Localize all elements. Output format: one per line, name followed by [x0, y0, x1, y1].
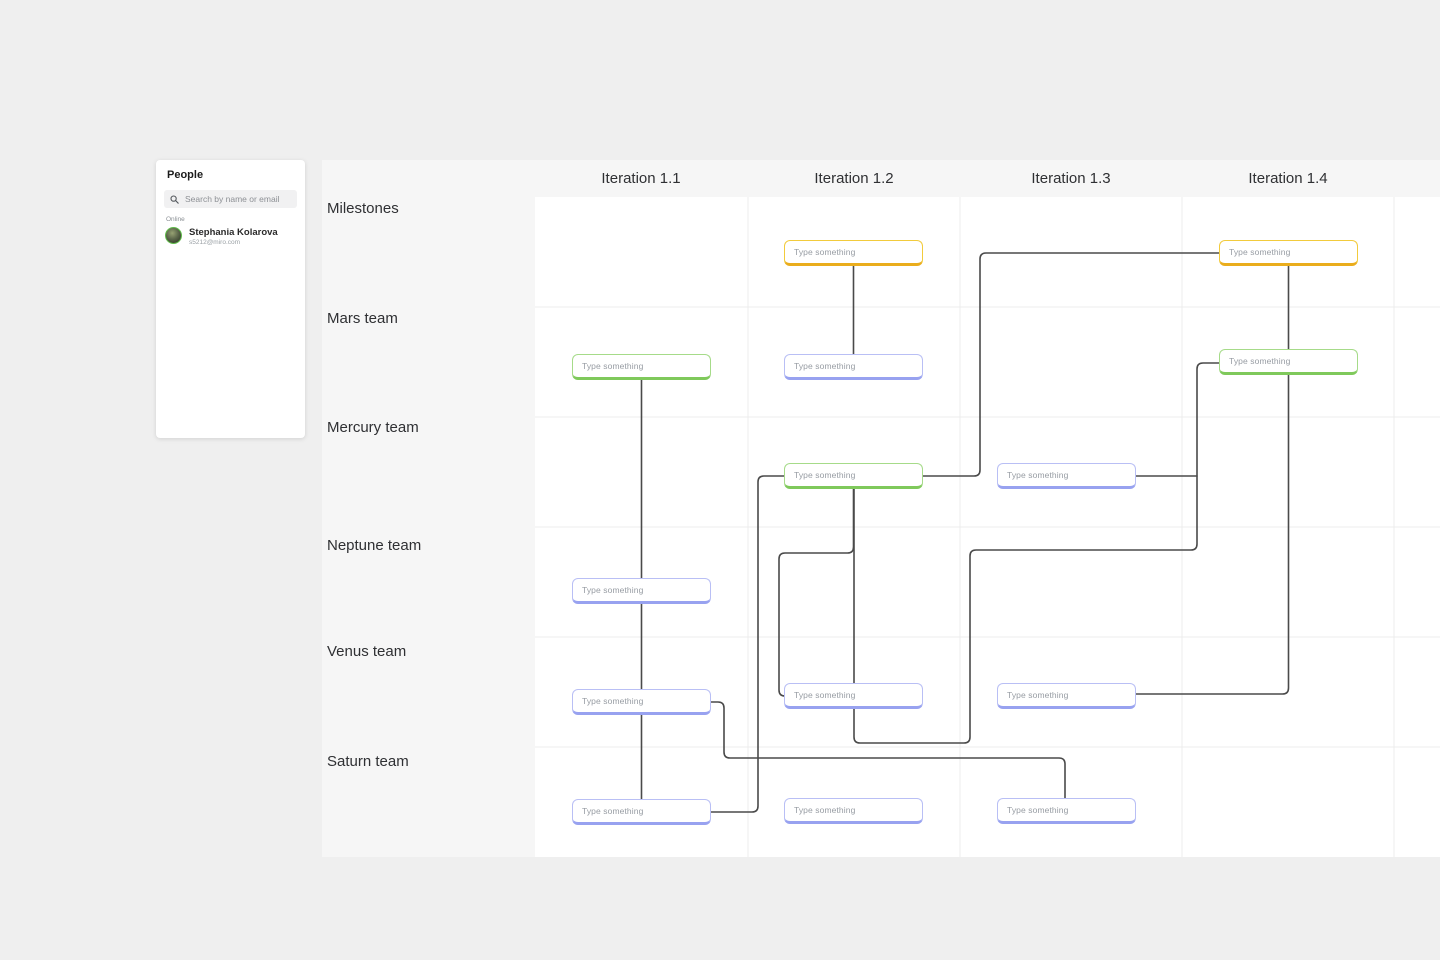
card-placeholder-text: Type something — [1229, 356, 1291, 366]
column-header-iteration-1-2: Iteration 1.2 — [814, 170, 894, 187]
people-panel: People Online Stephania Kolarova s5212@m… — [156, 160, 305, 438]
sticky-card-neptune-team-iteration-1-1[interactable]: Type something — [572, 578, 711, 604]
row-label-milestones: Milestones — [327, 200, 399, 217]
card-placeholder-text: Type something — [794, 361, 856, 371]
card-placeholder-text: Type something — [1007, 470, 1069, 480]
sticky-card-milestones-iteration-1-2[interactable]: Type something — [784, 240, 923, 266]
user-email: s5212@miro.com — [189, 239, 241, 246]
card-placeholder-text: Type something — [1007, 805, 1069, 815]
card-placeholder-text: Type something — [582, 361, 644, 371]
search-icon — [170, 194, 179, 204]
column-header-iteration-1-4: Iteration 1.4 — [1248, 170, 1328, 187]
sticky-card-mars-team-iteration-1-4[interactable]: Type something — [1219, 349, 1358, 375]
sticky-card-saturn-team-iteration-1-2[interactable]: Type something — [784, 798, 923, 824]
sticky-card-saturn-team-iteration-1-3[interactable]: Type something — [997, 798, 1136, 824]
row-label-neptune-team: Neptune team — [327, 537, 422, 554]
sticky-card-mercury-team-iteration-1-3[interactable]: Type something — [997, 463, 1136, 489]
row-label-mercury-team: Mercury team — [327, 419, 419, 436]
sticky-card-mars-team-iteration-1-1[interactable]: Type something — [572, 354, 711, 380]
card-placeholder-text: Type something — [582, 585, 644, 595]
people-search-input[interactable] — [183, 193, 291, 205]
row-label-venus-team: Venus team — [327, 643, 407, 660]
card-placeholder-text: Type something — [1229, 247, 1291, 257]
sticky-card-mars-team-iteration-1-2[interactable]: Type something — [784, 354, 923, 380]
sticky-card-mercury-team-iteration-1-2[interactable]: Type something — [784, 463, 923, 489]
card-placeholder-text: Type something — [582, 806, 644, 816]
people-search-box[interactable] — [164, 190, 297, 208]
sticky-card-venus-team-iteration-1-3[interactable]: Type something — [997, 683, 1136, 709]
card-placeholder-text: Type something — [794, 690, 856, 700]
sticky-card-venus-team-iteration-1-2[interactable]: Type something — [784, 683, 923, 709]
sticky-card-milestones-iteration-1-4[interactable]: Type something — [1219, 240, 1358, 266]
sticky-card-saturn-team-iteration-1-1[interactable]: Type something — [572, 799, 711, 825]
column-header-iteration-1-1: Iteration 1.1 — [601, 170, 681, 187]
column-header-iteration-1-3: Iteration 1.3 — [1031, 170, 1111, 187]
card-placeholder-text: Type something — [794, 247, 856, 257]
online-section-label: Online — [166, 216, 185, 223]
card-placeholder-text: Type something — [1007, 690, 1069, 700]
people-panel-title: People — [167, 169, 204, 181]
person-list-item[interactable]: Stephania Kolarova s5212@miro.com — [165, 227, 278, 246]
sticky-card-venus-team-iteration-1-1[interactable]: Type something — [572, 689, 711, 715]
row-label-saturn-team: Saturn team — [327, 753, 409, 770]
row-label-mars-team: Mars team — [327, 310, 398, 327]
card-placeholder-text: Type something — [794, 805, 856, 815]
card-placeholder-text: Type something — [582, 696, 644, 706]
board-canvas[interactable] — [535, 197, 1440, 857]
card-placeholder-text: Type something — [794, 470, 856, 480]
user-avatar — [165, 227, 182, 244]
user-name: Stephania Kolarova — [189, 227, 278, 238]
